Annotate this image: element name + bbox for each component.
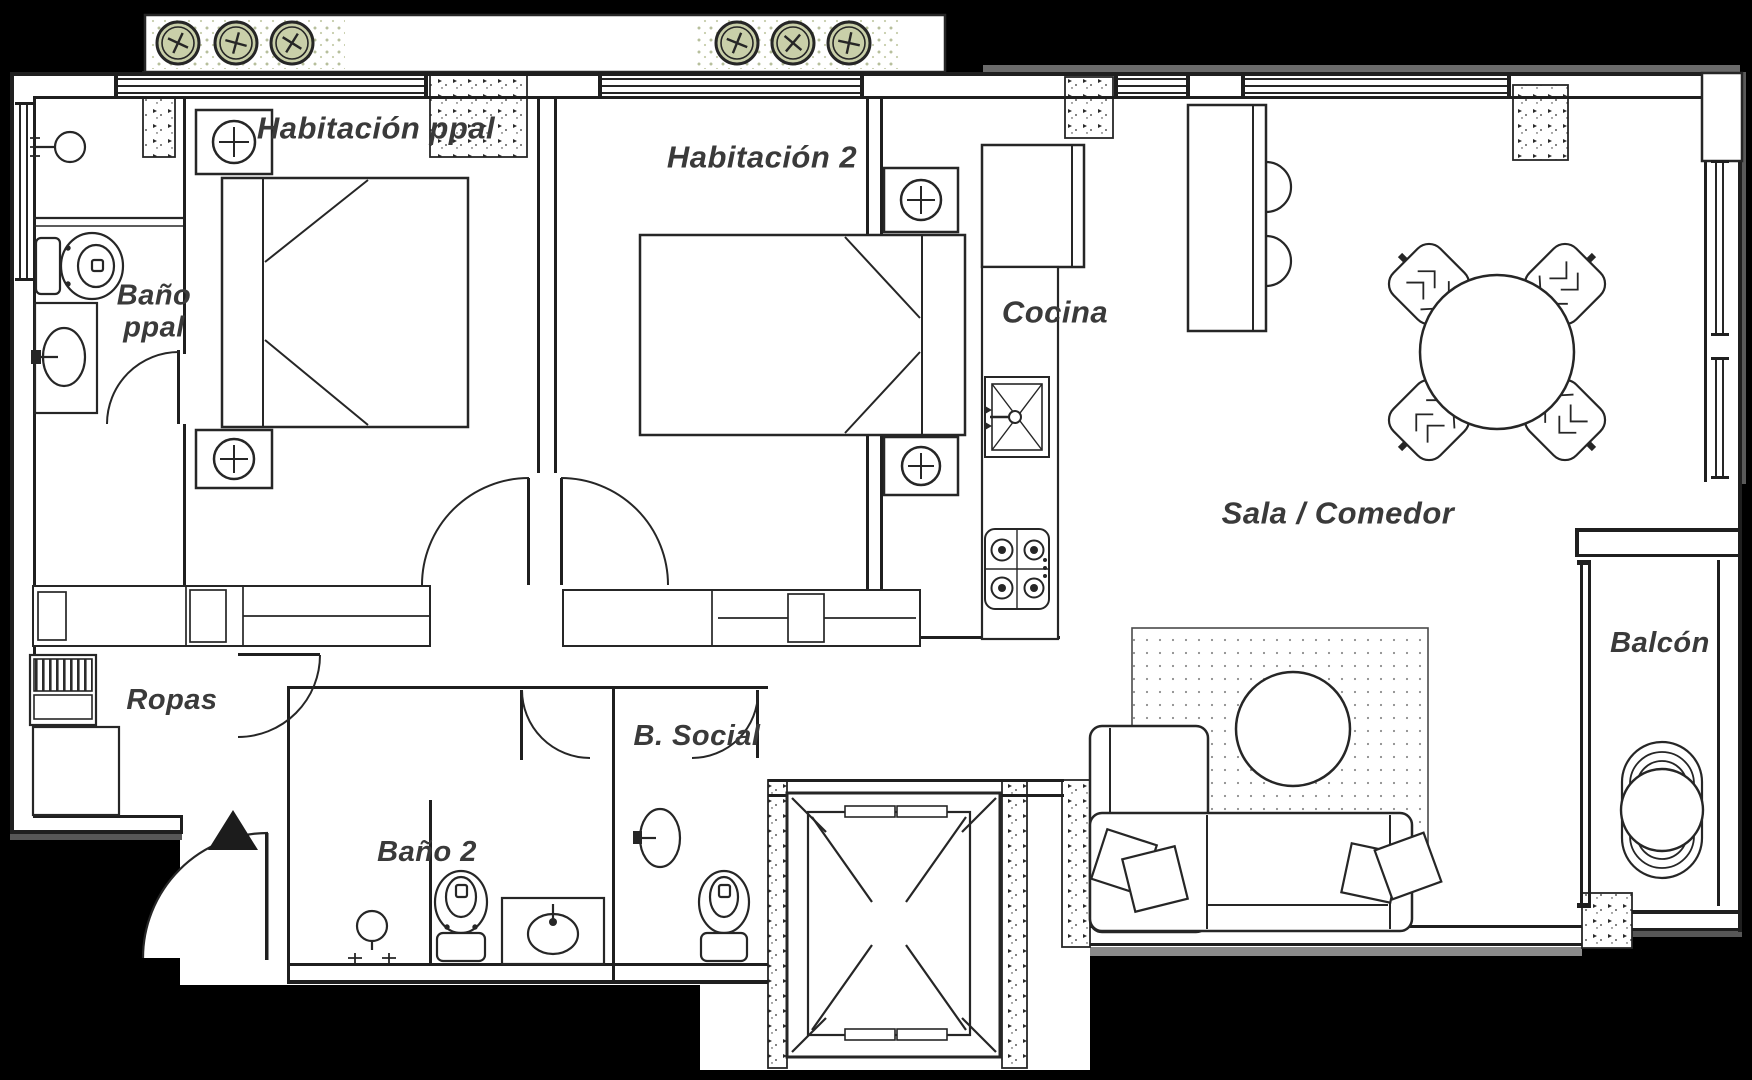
window-icon: [15, 74, 1729, 479]
elevator-icon: [785, 791, 1002, 1059]
screw-column-icon: [155, 20, 872, 66]
shower-icon: [30, 130, 87, 164]
bano-2-fixtures: [348, 689, 606, 966]
door-swing-icon: [421, 477, 669, 586]
nightstand-lamp-icon: [882, 166, 960, 497]
bano-ppal-line1: Baño: [116, 279, 192, 312]
toilet-icon: [433, 869, 489, 963]
habitacion-ppal-furniture: [32, 108, 470, 647]
corner-column: [1700, 71, 1744, 163]
wall-shadows: [10, 65, 1746, 956]
room-label-sala-comedor: Sala / Comedor: [1221, 495, 1455, 531]
coffee-table-icon: [1234, 670, 1352, 788]
entrance: [141, 810, 269, 960]
sink-icon: [633, 807, 682, 869]
fridge-icon: [980, 143, 1086, 269]
door-swing-icon: [691, 690, 759, 759]
bar-stool-icon: [1265, 160, 1293, 288]
closet-icon: [562, 589, 921, 647]
door-swing-icon: [106, 350, 180, 425]
habitacion-2-furniture: [562, 166, 967, 647]
room-label-balcon: Balcón: [1610, 626, 1710, 659]
bano-ppal-line2: ppal: [123, 312, 185, 344]
balcony-chair-icon: [1619, 740, 1705, 880]
sink-icon: [31, 301, 99, 415]
b-social-fixtures: [633, 690, 759, 963]
cocina-fixtures: [980, 103, 1293, 641]
toilet-icon: [697, 869, 751, 963]
room-label-bano-2: Baño 2: [377, 835, 477, 868]
toilet-icon: [34, 231, 125, 301]
kitchen-island: [1186, 103, 1268, 333]
planter-band: [143, 13, 947, 74]
nightstand-lamp-icon: [194, 108, 274, 490]
entrance-arrow-icon: [208, 810, 258, 850]
sink-icon: [500, 896, 606, 966]
bed-icon: [220, 176, 470, 429]
stove-icon: [984, 528, 1050, 610]
ropas-fixtures: [28, 653, 321, 817]
bed-icon: [638, 233, 967, 437]
sala-comedor-furniture: [1088, 230, 1619, 934]
washer-icon: [28, 653, 98, 727]
room-label-bano-ppal: Baño ppal: [117, 280, 192, 345]
door-swing-icon: [520, 689, 591, 760]
laundry-sink-icon: [31, 725, 121, 817]
dining-table-icon: [1418, 273, 1576, 431]
shower-icon: [348, 909, 396, 963]
room-label-habitacion-ppal: Habitación ppal: [256, 110, 496, 146]
room-label-ropas: Ropas: [126, 683, 218, 716]
bano-ppal-fixtures: [30, 130, 183, 425]
pillow-icon: [1089, 827, 1443, 914]
room-label-b-social: B. Social: [633, 719, 761, 752]
walls: [10, 72, 1742, 984]
kitchen-sink-icon: [984, 376, 1050, 458]
room-label-habitacion-2: Habitación 2: [666, 139, 858, 175]
closet-icon: [32, 585, 431, 647]
room-label-cocina: Cocina: [1001, 294, 1109, 330]
door-swing-icon: [237, 653, 321, 738]
